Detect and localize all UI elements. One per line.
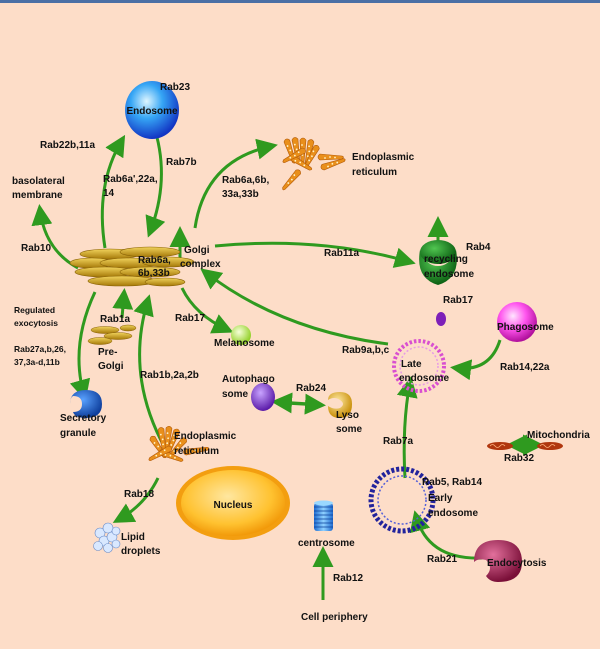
arrow-golgi-to-basolateral (31, 204, 79, 270)
lipid-droplets-shape (93, 522, 121, 553)
rab1b-label: Rab1b,2a,2b (140, 370, 199, 381)
er-bottom-label-1: Endoplasmic (174, 431, 237, 442)
early-endosome-label-1: Early (428, 493, 453, 504)
late-endosome-shape (392, 339, 446, 393)
lipid-label-1: Lipid (121, 532, 145, 543)
rab10-label: Rab10 (21, 243, 51, 254)
rab32-label: Rab32 (504, 453, 534, 464)
late-endosome-label-2: endosome (399, 373, 449, 384)
mitochondria-label: Mitochondria (527, 430, 590, 441)
autophago-label-1: Autophago (222, 374, 275, 385)
phagosome-shape (497, 302, 537, 342)
basolateral-label-2: membrane (12, 190, 63, 201)
secretory-granule-shape (70, 390, 102, 418)
arrow-phagosome-to-late (450, 339, 502, 381)
pregolgi-label-2: Golgi (98, 361, 124, 372)
lipid-label-2: droplets (121, 546, 161, 557)
autophago-label-2: some (222, 389, 249, 400)
rab18-label: Rab18 (124, 489, 154, 500)
rab6golgi-label-1: Rab6a, (138, 255, 171, 266)
endosome-label: Endosome (126, 106, 178, 117)
lysosome-shape (328, 392, 352, 418)
secretory-label-2: granule (60, 428, 97, 439)
rab5-14-label: Rab5, Rab14 (422, 477, 482, 488)
arrow-autophago-lyso-left (271, 392, 311, 414)
endocytosis-label: Endocytosis (487, 558, 547, 569)
pregolgi-label-1: Pre- (98, 347, 117, 358)
endocytosis-shape (474, 540, 522, 582)
rab9-label: Rab9a,b,c (342, 345, 390, 356)
arrows (31, 129, 544, 600)
recycling-endosome-shape (419, 240, 457, 326)
rab6-33-label-2: 33a,33b (222, 189, 259, 200)
mitochondria-shapes (487, 442, 563, 450)
phagosome-label: Phagosome (497, 322, 554, 333)
melanosome-label: Melanosome (214, 338, 275, 349)
recycling-label-2: endosome (424, 269, 474, 280)
rab7b-label: Rab7b (166, 157, 197, 168)
rab1a-label: Rab1a (100, 314, 130, 325)
rab27-label-2: 37,3a-d,11b (14, 357, 60, 367)
nucleus-label: Nucleus (214, 500, 253, 511)
rab23-label: Rab23 (160, 82, 190, 93)
arrow-golgi-to-endosome (100, 134, 126, 249)
rab11a-label: Rab11a (324, 248, 359, 259)
rab4-label: Rab4 (466, 242, 491, 253)
rab17-melano-label: Rab17 (175, 313, 205, 324)
arrow-er-to-golgi (133, 294, 167, 449)
arrow-golgi-to-recycling (214, 241, 416, 268)
autophagosome-shape (251, 383, 275, 411)
early-endosome-shape (368, 466, 436, 534)
er-bottom-label-2: reticulum (174, 446, 219, 457)
rab6golgi-label-2: 6b,33b (138, 268, 170, 279)
rab27-label-1: Rab27a,b,26, (14, 344, 66, 354)
recycling-label-1: recycling (424, 254, 468, 265)
late-endosome-label-1: Late (401, 359, 422, 370)
cell-periphery-label: Cell periphery (301, 612, 368, 623)
early-endosome-label-2: endosome (428, 508, 478, 519)
arrow-endocytosis-to-early (409, 510, 483, 560)
rab21-label: Rab21 (427, 554, 457, 565)
er-top-shape (280, 136, 347, 193)
rab6prime-label-2: 14 (103, 188, 115, 199)
labels: Rab23 Endosome Rab22b,11a Rab7b Rab6a',2… (12, 82, 590, 623)
rab6prime-label-1: Rab6a',22a, (103, 174, 158, 185)
rab6-33-label-1: Rab6a,6b, (222, 175, 269, 186)
centrosome-shape (314, 500, 333, 531)
golgi-shape (69, 246, 195, 287)
basolateral-label-1: basolateral (12, 176, 65, 187)
pregolgi-shape (87, 324, 137, 345)
rab24-label: Rab24 (296, 383, 326, 394)
arrow-early-to-late (396, 376, 418, 479)
golgi-label-2: complex (180, 259, 221, 270)
rab14-22a-label: Rab14,22a (500, 362, 550, 373)
melanosome-shape (231, 325, 251, 345)
centrosome-label: centrosome (298, 538, 355, 549)
rab12-label: Rab12 (333, 573, 363, 584)
arrow-golgi-to-secretory (69, 291, 97, 401)
arrow-pregolgi-to-golgi (112, 288, 134, 319)
er-top-label-2: reticulum (352, 167, 397, 178)
regulated-label-1: Regulated (14, 305, 55, 315)
nucleus-shape (176, 466, 290, 540)
arrow-late-to-golgi (200, 268, 389, 346)
endosome-top (125, 81, 179, 139)
window-top-border (0, 0, 600, 3)
arrow-golgi-to-er-top (193, 138, 278, 229)
rab7a-label: Rab7a (383, 436, 413, 447)
arrow-er-to-lipid (112, 477, 160, 523)
arrow-golgi-to-melanosome (180, 287, 234, 334)
rab22b11a-label: Rab22b,11a (40, 140, 95, 151)
regulated-label-2: exocytosis (14, 318, 58, 328)
er-top-label-1: Endoplasmic (352, 152, 415, 163)
secretory-label-1: Secretory (60, 413, 107, 424)
lyso-label-1: Lyso (336, 410, 359, 421)
rab17-recycling-label: Rab17 (443, 295, 473, 306)
lyso-label-2: some (336, 424, 363, 435)
arrow-endosome-to-golgi (145, 129, 166, 238)
golgi-label-1: Golgi (184, 245, 210, 256)
